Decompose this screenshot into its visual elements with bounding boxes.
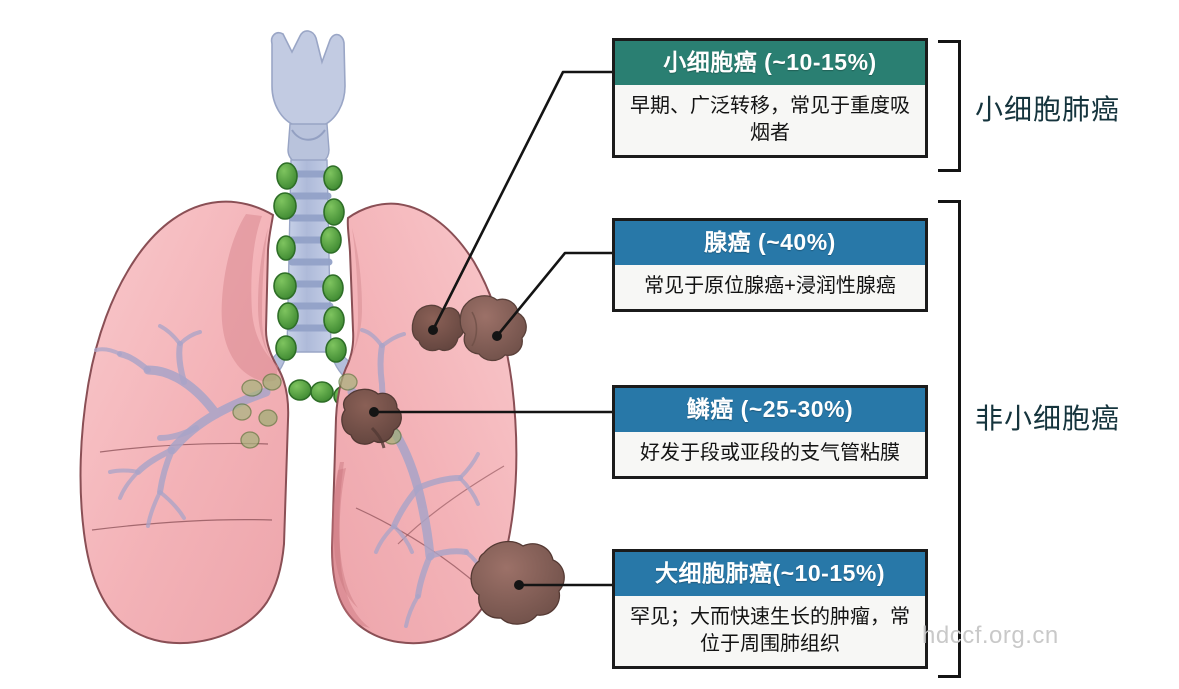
bracket-tick-top xyxy=(938,40,959,43)
info-box-large-cell-carcinoma[interactable]: 大细胞肺癌(~10-15%) 罕见；大而快速生长的肿瘤，常位于周围肺组织 xyxy=(612,549,928,670)
bracket-tick-bottom xyxy=(938,169,959,172)
bracket-vertical-line xyxy=(958,200,961,678)
bracket-tick-bottom xyxy=(938,675,959,678)
info-box-header-small-cell-carcinoma: 小细胞癌 (~10-15%) xyxy=(615,41,925,86)
small-cell-carcinoma-lesion xyxy=(411,304,465,352)
info-box-header-large-cell-carcinoma: 大细胞肺癌(~10-15%) xyxy=(615,552,925,597)
info-box-body-large-cell-carcinoma: 罕见；大而快速生长的肿瘤，常位于周围肺组织 xyxy=(615,596,925,667)
bracket-tick-top xyxy=(938,200,959,203)
bracket-label-small-cell-lung-cancer: 小细胞肺癌 xyxy=(975,94,1121,125)
adenocarcinoma-lesion xyxy=(459,295,527,362)
connector-lines xyxy=(374,70,612,587)
squamous-cell-carcinoma-lesion xyxy=(341,388,402,449)
connector-dots xyxy=(369,325,524,590)
connector-sclc xyxy=(431,70,612,331)
info-box-header-adenocarcinoma: 腺癌 (~40%) xyxy=(615,221,925,266)
info-box-squamous-cell-carcinoma[interactable]: 鳞癌 (~25-30%) 好发于段或亚段的支气管粘膜 xyxy=(612,385,928,479)
bracket-vertical-line xyxy=(958,40,961,172)
info-box-body-squamous-cell-carcinoma: 好发于段或亚段的支气管粘膜 xyxy=(615,432,925,476)
info-box-header-squamous-cell-carcinoma: 鳞癌 (~25-30%) xyxy=(615,388,925,433)
info-box-body-adenocarcinoma: 常见于原位腺癌+浸润性腺癌 xyxy=(615,265,925,309)
info-box-body-small-cell-carcinoma: 早期、广泛转移，常见于重度吸烟者 xyxy=(615,85,925,156)
bracket-non-small-cell-lung-cancer xyxy=(938,200,961,678)
lymph-nodes xyxy=(273,162,371,415)
bracket-label-non-small-cell-lung-cancer: 非小细胞癌 xyxy=(975,403,1121,434)
info-box-adenocarcinoma[interactable]: 腺癌 (~40%) 常见于原位腺癌+浸润性腺癌 xyxy=(612,218,928,312)
left-lung xyxy=(79,200,290,645)
larynx-icon xyxy=(270,30,346,167)
connector-adeno xyxy=(495,251,612,337)
bracket-small-cell-lung-cancer xyxy=(938,40,961,172)
info-box-small-cell-carcinoma[interactable]: 小细胞癌 (~10-15%) 早期、广泛转移，常见于重度吸烟者 xyxy=(612,38,928,159)
watermark: hdccf.org.cn xyxy=(922,622,1059,649)
